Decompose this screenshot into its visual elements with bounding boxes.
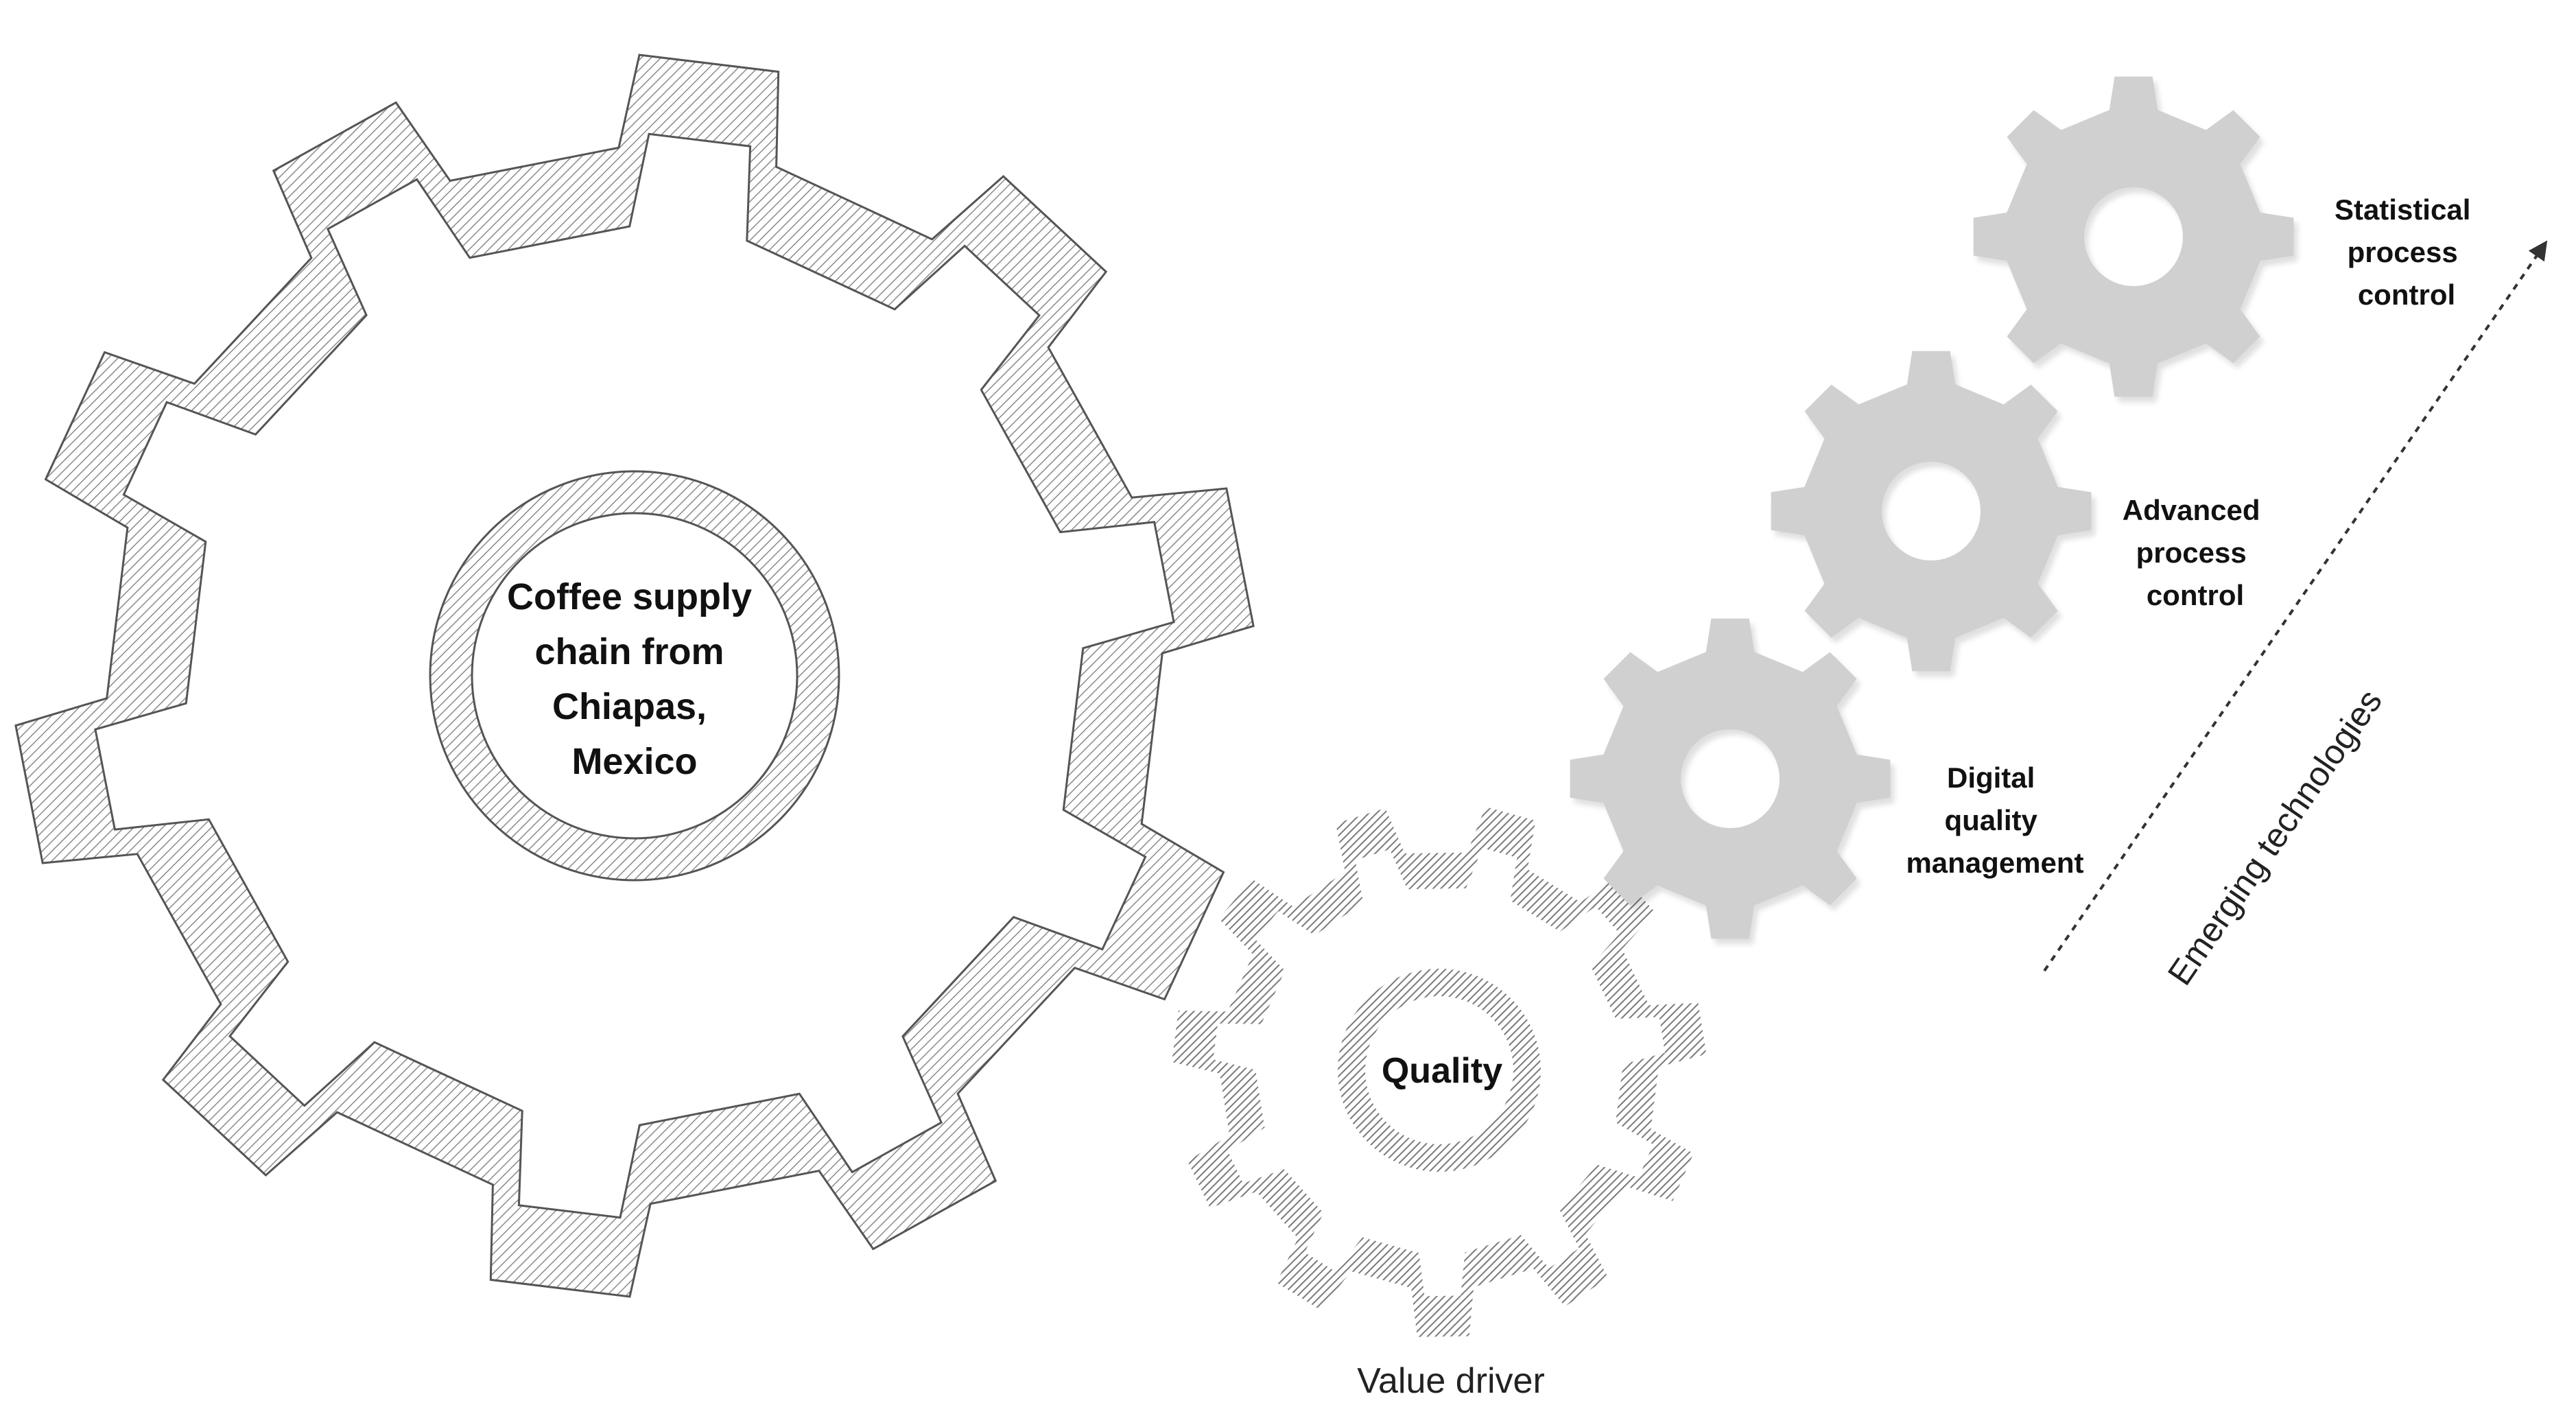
gear-icon bbox=[1172, 806, 1707, 1337]
main-gear-label: Coffee supply chain from Chiapas, Mexico bbox=[507, 576, 762, 782]
main-gear-hub-center bbox=[471, 512, 799, 840]
quality-gear-hub-center bbox=[1365, 996, 1513, 1144]
tech-gear-statistical: Statistical process control bbox=[1973, 76, 2479, 403]
main-gear-label-line: Chiapas, bbox=[552, 686, 707, 727]
tech-gear-label-line: process bbox=[2348, 236, 2458, 268]
main-gear-label-line: Coffee supply bbox=[507, 576, 752, 617]
tech-gear-label-line: control bbox=[2358, 279, 2455, 311]
gear-icon bbox=[1973, 76, 2294, 397]
gear-icon bbox=[1771, 351, 2092, 672]
tech-gear-digital: Digital quality management bbox=[1570, 618, 2084, 945]
main-gear-label-line: chain from bbox=[534, 631, 724, 672]
tech-gear-advanced: Advanced process control bbox=[1771, 351, 2268, 677]
tech-gear-label: Advanced process control bbox=[2123, 494, 2268, 611]
tech-gear-label-line: Digital bbox=[1947, 762, 2035, 794]
tech-gear-label: Statistical process control bbox=[2335, 193, 2479, 311]
tech-gear-label-line: Statistical bbox=[2335, 193, 2470, 226]
tech-gear-label-line: management bbox=[1906, 847, 2083, 879]
main-gear: Coffee supply chain from Chiapas, Mexico bbox=[14, 54, 1255, 1298]
main-gear-label-line: Mexico bbox=[571, 741, 697, 782]
quality-gear-label: Quality bbox=[1382, 1051, 1502, 1091]
tech-gear-label-line: control bbox=[2147, 579, 2244, 611]
quality-gear: Quality Value driver bbox=[1172, 806, 1707, 1401]
gear-icon bbox=[14, 54, 1255, 1298]
tech-gear-label-line: Advanced bbox=[2123, 494, 2260, 526]
tech-gear-label: Digital quality management bbox=[1906, 762, 2083, 879]
gear-icon bbox=[1570, 618, 1891, 939]
emerging-technologies-label: Emerging technologies bbox=[2160, 683, 2389, 992]
value-driver-caption: Value driver bbox=[1357, 1361, 1545, 1401]
tech-gear-label-line: process bbox=[2136, 536, 2247, 569]
tech-gear-label-line: quality bbox=[1944, 804, 2037, 836]
